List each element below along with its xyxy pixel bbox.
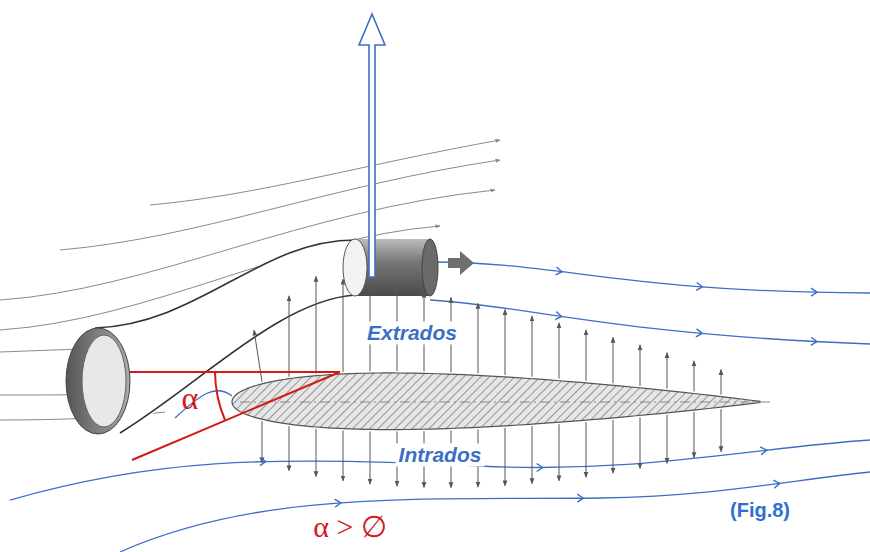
flow-direction-arrow	[448, 251, 474, 275]
airfoil-profile	[232, 373, 760, 430]
lift-arrow	[359, 14, 385, 277]
angle-of-attack	[130, 372, 340, 460]
angle-condition: α > ∅	[310, 510, 390, 543]
chord-line	[240, 402, 770, 403]
angle-symbol: α	[180, 381, 201, 416]
figure-caption: (Fig.8)	[730, 499, 790, 521]
surface-label: Extrados	[364, 321, 460, 344]
surface-label: Intrados	[396, 443, 485, 466]
